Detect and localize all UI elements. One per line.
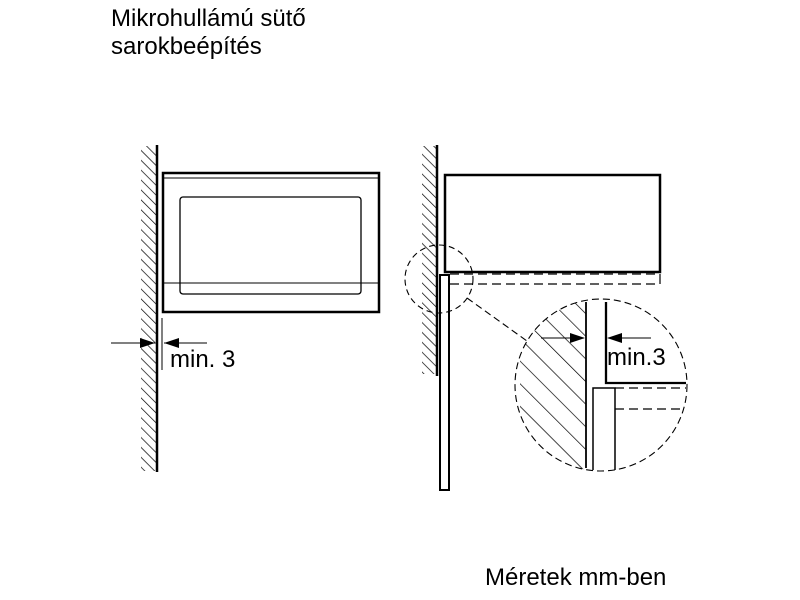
microwave-front-frame: [161, 171, 381, 314]
units-note: Méretek mm-ben: [485, 564, 667, 591]
cabinet-side-panel: [439, 274, 450, 491]
arrow-right-icon: [140, 338, 155, 348]
detail-leader-line: [466, 297, 528, 342]
detail-microwave-corner: [604, 302, 686, 385]
wall-hatching: [141, 146, 156, 471]
microwave-door-window: [179, 196, 362, 295]
arrow-left-icon: [164, 338, 179, 348]
front-view: min. 3: [111, 145, 381, 472]
detail-cabinet-panel: [592, 387, 616, 470]
diagram-title: Mikrohullámú sütő sarokbeépítés: [111, 5, 306, 61]
side-wall-hatching: [422, 146, 437, 249]
detail-arrow-left-icon: [607, 333, 622, 343]
microwave-side-body: [443, 173, 662, 274]
title-line-1: Mikrohullámú sütő: [111, 5, 306, 32]
side-view: min.3: [404, 145, 688, 491]
detail-arrow-right-icon: [570, 333, 585, 343]
detail-zoom-circle: [514, 298, 688, 472]
front-dimension-label: min. 3: [170, 346, 235, 373]
detail-marker-circle: [404, 244, 474, 314]
title-line-2: sarokbeépítés: [111, 33, 262, 60]
detail-dimension-label: min.3: [607, 344, 666, 371]
